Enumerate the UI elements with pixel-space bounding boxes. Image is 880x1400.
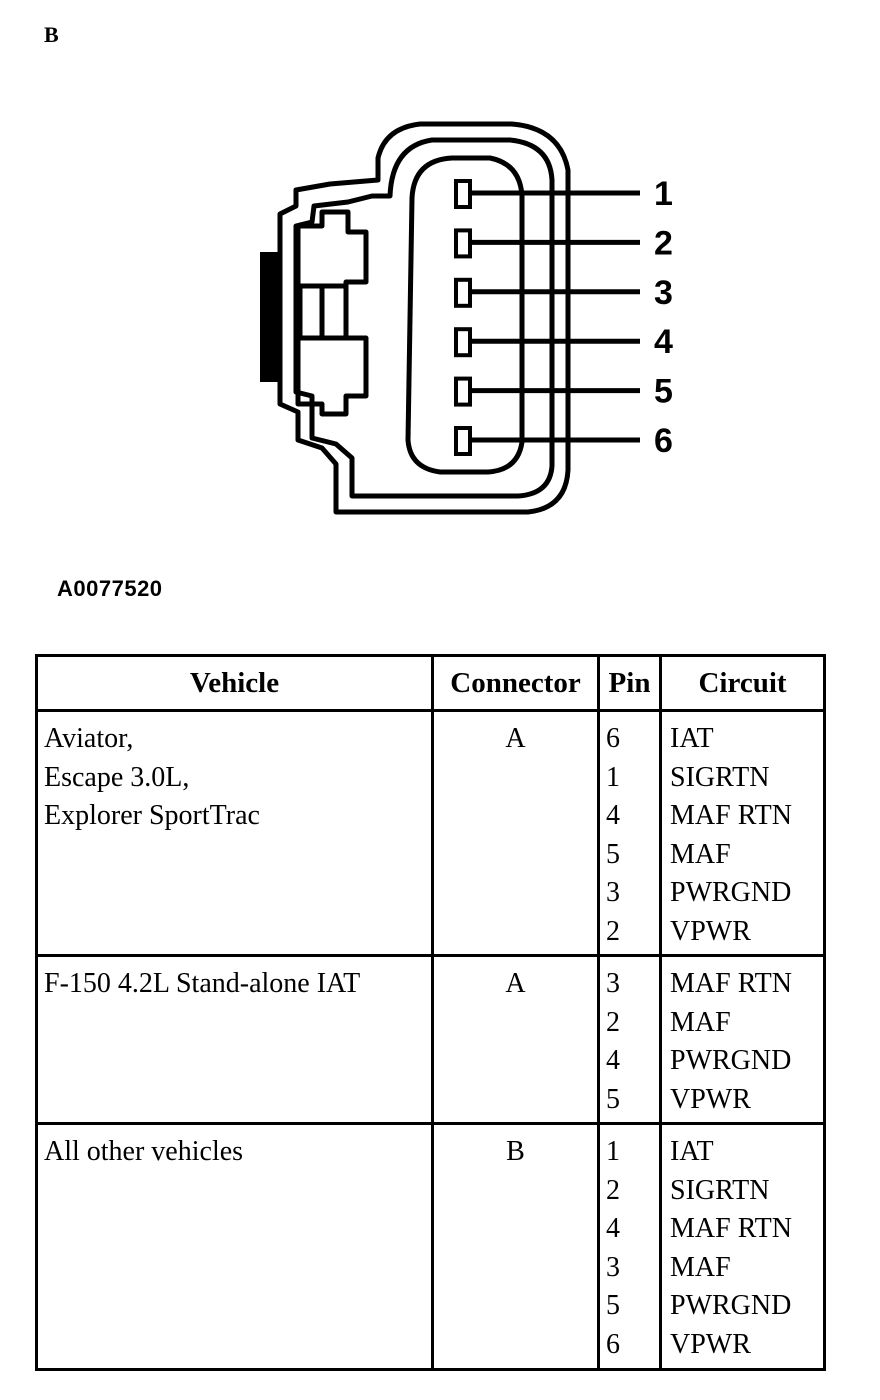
circuit-value: SIGRTN [670,761,770,793]
vehicle-line: All other vehicles [44,1136,244,1167]
pin-number-label: 6 [654,422,673,460]
connector-housing-outer [277,121,571,515]
pin-value: 6 [606,723,620,754]
pin-stub [454,376,472,407]
header-vehicle: Vehicle [35,654,434,712]
circuit-value: MAF RTN [670,800,793,831]
pin-group: 1 2 3 4 5 6 [454,175,673,460]
circuit-value: MAF [670,1006,731,1038]
lock-tab [260,252,278,382]
pin-value: 4 [606,800,620,831]
pin-value: 5 [606,1290,620,1321]
connector-cell: A [431,710,600,957]
pin-number-label: 5 [654,373,673,411]
pin-cavity [405,155,525,475]
pin-number-label: 1 [654,175,673,213]
pin-stub [454,228,472,259]
circuit-cell: IAT SIGRTN MAF RTN MAF PWRGND VPWR [659,1123,826,1371]
pinout-table: Vehicle Connector Pin Circuit Aviator, Es… [35,654,826,1371]
circuit-value: PWRGND [670,1045,792,1076]
pin-number-label: 3 [654,274,673,312]
circuit-value: IAT [670,1136,714,1167]
vehicle-line: Explorer SportTrac [44,800,260,831]
pin-value: 2 [606,1174,620,1206]
vehicle-line: F-150 4.2L Stand-alone IAT [44,968,361,999]
figure-id: A0077520 [57,576,163,601]
circuit-value: SIGRTN [670,1174,770,1206]
pin-cell: 3 2 4 5 [597,955,662,1125]
connector-cell: A [431,955,600,1125]
circuit-value: IAT [670,723,714,754]
connector-housing-inner [293,137,555,499]
pin-stub [454,327,472,358]
pin-value: 4 [606,1045,620,1076]
pin-value: 3 [606,877,620,908]
latch-slot [295,209,369,417]
table-header-row: Vehicle Connector Pin Circuit [35,654,826,712]
circuit-value: MAF RTN [670,1213,793,1244]
circuit-value: MAF RTN [670,968,793,999]
pin-value: 6 [606,1328,620,1360]
circuit-value: PWRGND [670,877,792,908]
circuit-cell: IAT SIGRTN MAF RTN MAF PWRGND VPWR [659,710,826,957]
circuit-value: PWRGND [670,1290,792,1321]
pin-stub [454,179,472,209]
pin-stub [454,277,472,308]
pin-number-label: 2 [654,224,673,262]
pin-cell: 1 2 4 3 5 6 [597,1123,662,1371]
pin-value: 3 [606,1251,620,1283]
connector-cell: B [431,1123,600,1371]
pin-value: 2 [606,1006,620,1038]
pin-value: 2 [606,915,620,947]
vehicle-cell: Aviator, Escape 3.0L, Explorer SportTrac [35,710,434,957]
header-connector: Connector [431,654,600,712]
circuit-value: MAF [670,1251,731,1283]
pin-value: 3 [606,968,620,999]
circuit-value: VPWR [670,1083,751,1115]
pin-number-label: 4 [654,323,673,361]
circuit-value: MAF [670,838,731,870]
header-pin: Pin [597,654,662,712]
circuit-cell: MAF RTN MAF PWRGND VPWR [659,955,826,1125]
pin-value: 1 [606,761,620,793]
vehicle-line: Aviator, [44,723,134,754]
pin-value: 1 [606,1136,620,1167]
pin-value: 5 [606,838,620,870]
circuit-value: VPWR [670,915,751,947]
header-circuit: Circuit [659,654,826,712]
pin-value: 4 [606,1213,620,1244]
pin-stub [454,426,472,456]
vehicle-cell: All other vehicles [35,1123,434,1371]
pin-value: 5 [606,1083,620,1115]
circuit-value: VPWR [670,1328,751,1360]
vehicle-cell: F-150 4.2L Stand-alone IAT [35,955,434,1125]
connector-diagram: 1 2 3 4 5 6 [260,121,673,515]
section-letter: B [44,22,59,47]
pin-cell: 6 1 4 5 3 2 [597,710,662,957]
vehicle-line: Escape 3.0L, [44,761,190,793]
